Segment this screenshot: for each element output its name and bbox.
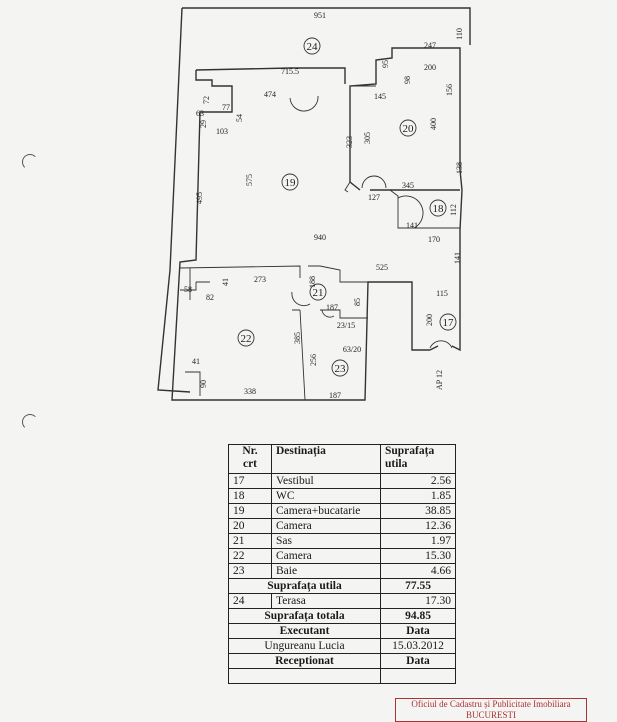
room-number: 24 bbox=[307, 41, 319, 53]
dimension-label: 575 bbox=[245, 174, 254, 186]
col-area: Suprafața utila bbox=[380, 444, 456, 474]
dimension-label: 82 bbox=[206, 293, 214, 302]
dimension-label: 188 bbox=[308, 276, 317, 288]
executant-row: Ungureanu Lucia 15.03.2012 bbox=[228, 638, 456, 654]
room-labels: 24 20 19 18 21 17 22 23 bbox=[241, 41, 455, 375]
dimension-label: 400 bbox=[429, 118, 438, 130]
terrace-row: 24 Terasa 17.30 bbox=[228, 593, 456, 609]
binder-hole-bottom bbox=[22, 414, 38, 430]
dimension-label: 305 bbox=[363, 132, 372, 144]
executant-header-row: Executant Data bbox=[228, 623, 456, 639]
dimension-label: 63 bbox=[196, 109, 204, 118]
interior-walls bbox=[179, 85, 460, 401]
door-arcs bbox=[289, 95, 453, 349]
dimension-label: 200 bbox=[425, 314, 434, 326]
room-number: 20 bbox=[403, 123, 415, 135]
dimension-label: 156 bbox=[445, 84, 454, 96]
dimension-label: 345 bbox=[402, 181, 414, 190]
dimension-label: 90 bbox=[199, 380, 208, 388]
dimension-label: 323 bbox=[345, 136, 354, 148]
room-number: 18 bbox=[433, 203, 445, 215]
floor-plan: 24 20 19 18 21 17 22 23 951 110 247 95 200 98 156 715.… bbox=[157, 7, 471, 401]
dimension-label: 41 bbox=[192, 357, 200, 366]
dimension-label: 187 bbox=[329, 391, 341, 400]
dimension-label: 715.5 bbox=[281, 67, 299, 76]
dimension-label: 200 bbox=[424, 63, 436, 72]
dimension-label: 951 bbox=[314, 11, 326, 20]
dimension-label: 58 bbox=[184, 285, 192, 294]
col-nr: Nr. crt bbox=[228, 444, 272, 474]
useful-area-row: Suprafața utila 77.55 bbox=[228, 578, 456, 594]
dimension-label: 41 bbox=[221, 278, 230, 286]
dimension-label: 23/15 bbox=[337, 321, 355, 330]
dimension-label: 138 bbox=[455, 162, 464, 174]
dimension-label: 72 bbox=[202, 96, 211, 104]
dimension-label: 115 bbox=[436, 289, 448, 298]
dimension-label: 141 bbox=[453, 252, 462, 264]
dimension-label: 247 bbox=[424, 41, 436, 50]
dimension-label: 170 bbox=[428, 235, 440, 244]
room-number: 22 bbox=[241, 333, 252, 345]
dimension-label: 525 bbox=[376, 263, 388, 272]
dimension-label: 29 bbox=[199, 120, 208, 128]
dimension-label: 110 bbox=[455, 28, 464, 40]
room-number: 19 bbox=[285, 177, 297, 189]
empty-row bbox=[228, 668, 456, 684]
dimension-label: 112 bbox=[449, 204, 458, 216]
receptionat-row: Receptionat Data bbox=[228, 653, 456, 669]
dimension-label: 940 bbox=[314, 233, 326, 242]
dimension-label: 256 bbox=[309, 354, 318, 366]
dimension-labels: 951 110 247 95 200 98 156 715.5 474 145 72 77 54 63 29… bbox=[184, 11, 464, 400]
col-destination: Destinația bbox=[271, 444, 381, 474]
dimension-label: 145 bbox=[374, 92, 386, 101]
dimension-label: 141 bbox=[406, 221, 418, 230]
cadastre-stamp: Oficiul de Cadastru și Publicitate Imobi… bbox=[395, 698, 587, 722]
dimension-label: 187 bbox=[326, 303, 338, 312]
dimension-label: 63/20 bbox=[343, 345, 361, 354]
dimension-label: 77 bbox=[222, 103, 230, 112]
room-markers bbox=[237, 37, 457, 377]
dimension-label: 273 bbox=[254, 275, 266, 284]
dimension-label: 127 bbox=[368, 193, 380, 202]
dimension-label: 474 bbox=[264, 90, 276, 99]
binder-hole-top bbox=[22, 154, 38, 170]
dimension-label: 95 bbox=[381, 60, 390, 68]
dimension-label: AP 12 bbox=[435, 370, 444, 390]
room-number: 23 bbox=[335, 363, 347, 375]
total-area-row: Suprafața totala 94.85 bbox=[228, 608, 456, 624]
dimension-label: 54 bbox=[235, 114, 244, 122]
dimension-label: 338 bbox=[244, 387, 256, 396]
terrace-outline bbox=[157, 7, 471, 393]
dimension-label: 85 bbox=[353, 298, 362, 306]
dimension-label: 495 bbox=[195, 192, 204, 204]
room-number: 17 bbox=[443, 317, 455, 329]
apartment-walls bbox=[171, 47, 463, 401]
room-number: 21 bbox=[313, 287, 324, 299]
table-header: Nr. crt Destinația Suprafața utila bbox=[228, 444, 456, 474]
dimension-label: 385 bbox=[293, 332, 302, 344]
dimension-label: 103 bbox=[216, 127, 228, 136]
dimension-label: 98 bbox=[403, 76, 412, 84]
